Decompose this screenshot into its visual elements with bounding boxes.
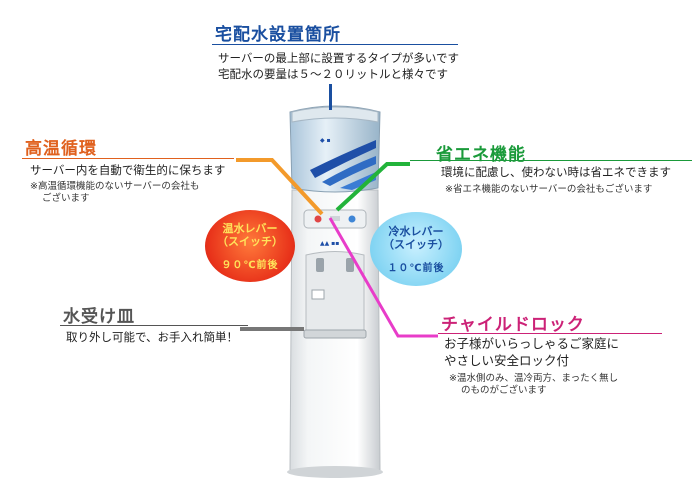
svg-text:▲▲ ▪▪: ▲▲ ▪▪ [320, 240, 339, 247]
drip-tray-desc: 取り外し可能で、お手入れ簡単！ [66, 330, 239, 344]
child-lock-line2: やさしい安全ロック付 [444, 353, 570, 368]
child-lock-note1: ※温水側のみ、温冷両方、まったく無し [449, 373, 619, 384]
child-lock-note2: のものがございます [461, 385, 547, 396]
water-server-illustration: ◆ ▪ ▲▲ ▪▪ [287, 105, 383, 478]
child-lock-title: チャイルドロック [441, 315, 585, 335]
water-placement-line2: 宅配水の要量は５～２０リットルと様々です [218, 67, 448, 81]
hot-lever-label: 温水レバー [222, 221, 278, 235]
eco-rule [410, 160, 692, 161]
eco-desc: 環境に配慮し、使わない時は省エネできます [441, 165, 671, 179]
eco-note: ※省エネ機能のないサーバーの会社もございます [445, 184, 653, 195]
child-lock-line1: お子様がいらっしゃるご家庭に [444, 336, 620, 351]
hot-circulation-title: 高温循環 [25, 139, 97, 159]
hot-lever-badge: 温水レバー （スイッチ） ９０℃前後 [205, 210, 295, 282]
cold-lever-switch: （スイッチ） [383, 237, 449, 251]
eco-leader [335, 162, 410, 212]
cold-lever-label: 冷水レバー [388, 224, 444, 238]
water-placement-rule [212, 44, 458, 45]
hot-circulation-rule [22, 158, 234, 159]
hot-lever-switch: （スイッチ） [217, 234, 283, 248]
hot-lever-temp: ９０℃前後 [221, 259, 279, 271]
hot-circulation-note1: ※高温循環機能のないサーバーの会社も [30, 181, 200, 192]
cold-lever-badge: 冷水レバー （スイッチ） １０℃前後 [370, 212, 462, 286]
hot-circulation-leader [236, 158, 324, 216]
drip-tray-title: 水受け皿 [63, 307, 135, 327]
hot-circulation-desc: サーバー内を自動で衛生的に保ちます [30, 163, 226, 177]
water-placement-line1: サーバーの最上部に設置するタイプが多いです [218, 51, 460, 65]
drip-tray-rule [60, 325, 248, 326]
water-placement-title: 宅配水設置箇所 [215, 25, 341, 45]
water-placement-pointer [329, 84, 332, 110]
hot-circulation-note2: ございます [42, 193, 90, 204]
child-lock-leader [328, 217, 438, 338]
cold-lever-temp: １０℃前後 [387, 262, 445, 274]
svg-text:◆ ▪: ◆ ▪ [320, 137, 331, 144]
child-lock-rule [438, 333, 662, 334]
